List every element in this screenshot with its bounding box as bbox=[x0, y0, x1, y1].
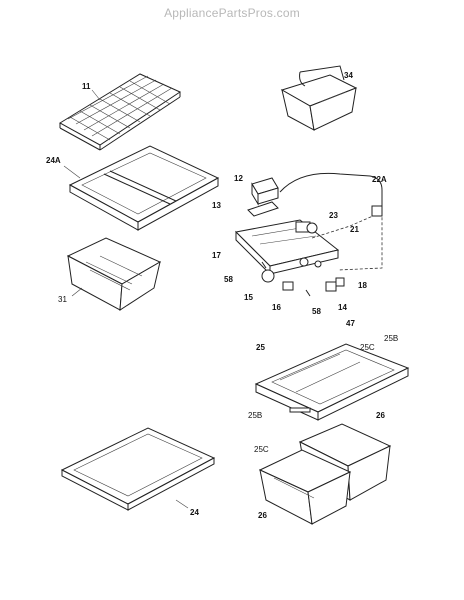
crisper-drawers-26 bbox=[258, 423, 392, 525]
crisper-31 bbox=[66, 237, 162, 311]
label-31: 31 bbox=[58, 295, 67, 304]
label-25: 25 bbox=[256, 343, 265, 352]
label-26-left: 26 bbox=[258, 511, 267, 520]
label-25B-top: 25B bbox=[384, 334, 398, 343]
label-25C-bottom: 25C bbox=[254, 445, 269, 454]
crisper-cover-25 bbox=[254, 343, 410, 421]
glass-shelf-24 bbox=[60, 427, 216, 511]
label-25C-top: 25C bbox=[360, 343, 375, 352]
label-58-lower: 58 bbox=[312, 307, 321, 316]
label-23: 23 bbox=[329, 211, 338, 220]
bin-34 bbox=[280, 65, 358, 131]
label-11: 11 bbox=[82, 82, 91, 91]
label-25B-bottom: 25B bbox=[248, 411, 262, 420]
label-47: 47 bbox=[346, 319, 355, 328]
glass-shelf-24A bbox=[68, 145, 220, 231]
label-12: 12 bbox=[234, 174, 243, 183]
label-17: 17 bbox=[212, 251, 221, 260]
label-34: 34 bbox=[344, 71, 353, 80]
wire-shelf-11 bbox=[59, 73, 182, 151]
label-21: 21 bbox=[350, 225, 359, 234]
label-22A: 22A bbox=[372, 175, 387, 184]
label-15: 15 bbox=[244, 293, 253, 302]
label-26-right: 26 bbox=[376, 411, 385, 420]
label-16: 16 bbox=[272, 303, 281, 312]
label-24A: 24A bbox=[46, 156, 61, 165]
label-13: 13 bbox=[212, 201, 221, 210]
control-assembly bbox=[234, 172, 383, 297]
label-14: 14 bbox=[338, 303, 347, 312]
label-58-upper: 58 bbox=[224, 275, 233, 284]
watermark: AppliancePartsPros.com bbox=[164, 6, 300, 20]
label-24: 24 bbox=[190, 508, 199, 517]
label-18: 18 bbox=[358, 281, 367, 290]
